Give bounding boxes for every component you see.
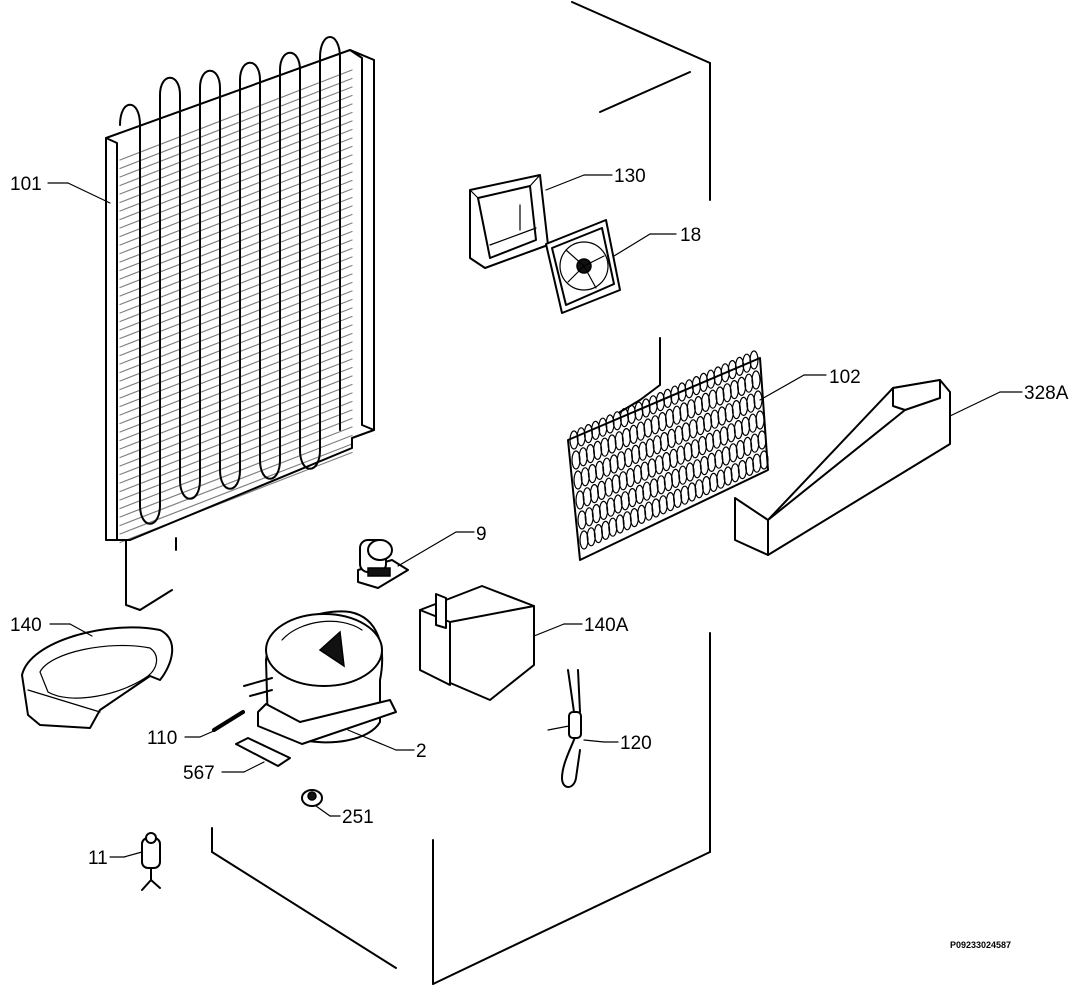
condenser-icon [105,36,375,611]
label-251: 251 [342,807,374,828]
plate-icon [235,737,291,767]
label-140: 140 [10,615,42,636]
label-101: 101 [10,174,42,195]
label-130: 130 [614,166,646,187]
drawing-reference: P09233024587 [950,940,1011,950]
label-140a: 140A [584,615,629,636]
fan-housing-icon [469,174,549,269]
drier-icon [141,832,161,891]
cover-strip-icon [734,379,951,556]
pin-icon [212,710,245,732]
fan-icon [545,219,621,314]
label-567: 567 [183,763,215,784]
drip-tray-icon [21,626,174,729]
grommet-icon [301,789,323,807]
label-9: 9 [476,524,487,545]
label-120: 120 [620,733,652,754]
label-2: 2 [416,741,427,762]
evaporator-icon [567,337,769,561]
cabinet-outline [211,1,711,985]
label-11: 11 [88,848,108,869]
label-18: 18 [680,225,701,246]
label-110: 110 [147,728,177,749]
compressor-icon [243,610,397,745]
relay-cover-icon [419,585,535,701]
clamp-icon [357,539,409,589]
label-102: 102 [829,367,861,388]
label-328a: 328A [1024,383,1069,404]
cable-icon [547,669,582,788]
leader-lines [47,174,1023,858]
